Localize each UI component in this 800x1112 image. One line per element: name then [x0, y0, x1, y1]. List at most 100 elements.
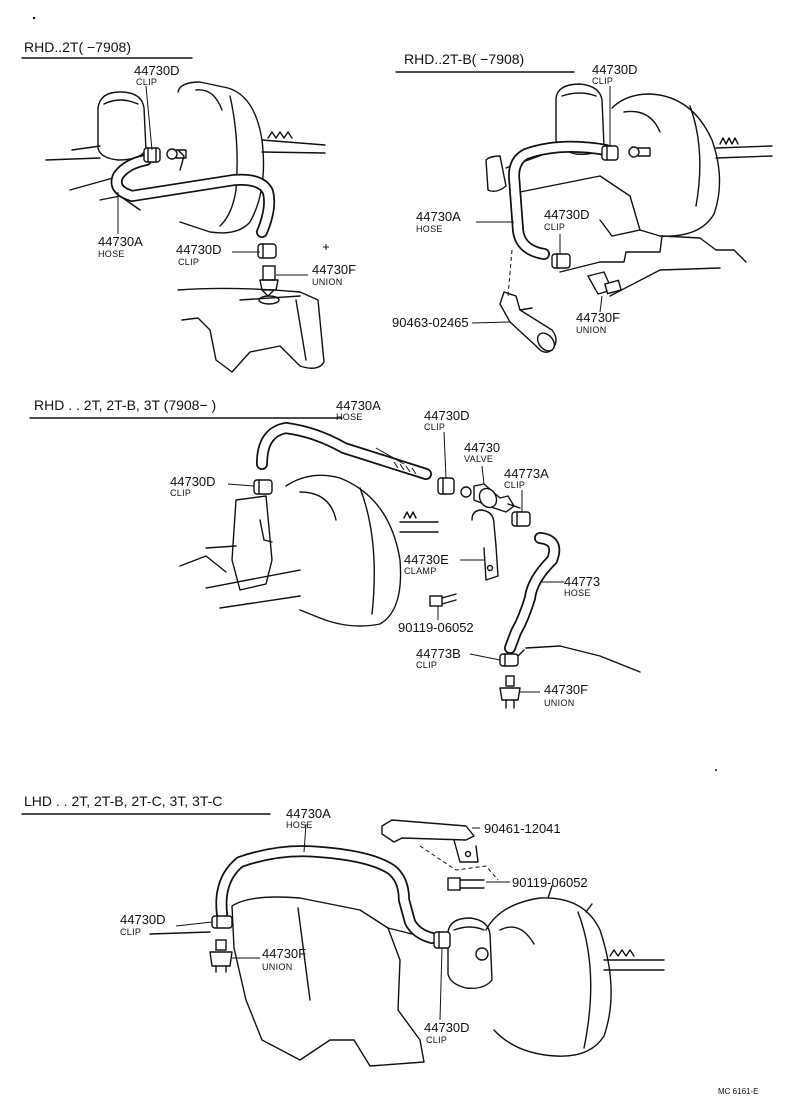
- svg-text:CLIP: CLIP: [170, 488, 191, 498]
- svg-text:44773A: 44773A: [504, 466, 549, 481]
- speck: [715, 769, 717, 771]
- clip-icon: [253, 479, 273, 495]
- clip-icon: [433, 931, 451, 949]
- guide-line: [507, 249, 513, 297]
- section-4-title: LHD . . 2T, 2T-B, 2T-C, 3T, 3T-C: [24, 793, 222, 809]
- figure-code: MC 6161-E: [718, 1087, 758, 1096]
- callout-union: 44730F UNION: [262, 946, 306, 972]
- svg-text:44730D: 44730D: [592, 62, 638, 77]
- svg-text:44730D: 44730D: [544, 207, 590, 222]
- svg-text:CLAMP: CLAMP: [404, 566, 437, 576]
- svg-text:44730D: 44730D: [170, 474, 216, 489]
- svg-text:UNION: UNION: [262, 962, 293, 972]
- svg-text:CLIP: CLIP: [504, 480, 525, 490]
- svg-text:HOSE: HOSE: [98, 249, 125, 259]
- callout-clip-b: 44773A CLIP: [504, 466, 549, 490]
- section-2-title: RHD..2T-B( −7908): [404, 51, 524, 67]
- clip-icon: [601, 145, 651, 161]
- hose-44730a: [215, 845, 438, 944]
- body-panel: [525, 645, 641, 673]
- master-cylinder: [447, 917, 493, 990]
- brake-booster: [285, 474, 439, 627]
- callout-hose: 44730A HOSE: [98, 234, 143, 259]
- body-panel: [559, 235, 747, 273]
- callout-hose: 44730A HOSE: [336, 398, 381, 422]
- intake-manifold: [177, 287, 325, 373]
- clip-icon: [551, 253, 571, 269]
- leader-line: [481, 465, 485, 485]
- callout-bracket: 90463-02465: [392, 315, 469, 330]
- svg-text:44730: 44730: [464, 440, 500, 455]
- brake-booster: [177, 81, 326, 234]
- callout-clip-mid: 44730D CLIP: [544, 207, 590, 232]
- callout-hose: 44730A HOSE: [416, 209, 461, 234]
- svg-text:44730F: 44730F: [544, 682, 588, 697]
- callout-union: 44730F UNION: [312, 262, 356, 287]
- body-panel: [609, 267, 721, 297]
- svg-text:HOSE: HOSE: [286, 820, 313, 830]
- callout-clip-left: 44730D CLIP: [170, 474, 216, 498]
- svg-text:90119-06052: 90119-06052: [398, 620, 474, 635]
- body-panel: [547, 885, 593, 913]
- clip-icon: [511, 511, 531, 527]
- callout-clip-bottom: 44730D CLIP: [424, 1020, 470, 1045]
- bolt-icon: [429, 593, 457, 607]
- clip-icon: [437, 477, 472, 498]
- svg-text:44730D: 44730D: [176, 242, 222, 257]
- svg-text:44730A: 44730A: [336, 398, 381, 413]
- clip-icon: [143, 147, 187, 163]
- svg-text:44730A: 44730A: [286, 806, 331, 821]
- leader-line: [145, 85, 153, 151]
- callout-union: 44730F UNION: [544, 682, 588, 708]
- leader-line: [175, 921, 213, 927]
- hose-44730a: [110, 154, 276, 238]
- svg-text:UNION: UNION: [312, 277, 343, 287]
- svg-text:CLIP: CLIP: [120, 927, 141, 937]
- svg-text:44730F: 44730F: [576, 310, 620, 325]
- body-panel: [179, 555, 301, 609]
- clip-icon: [211, 915, 233, 929]
- callout-clip-a: 44730D CLIP: [424, 408, 470, 432]
- callout-bolt: 90119-06052: [398, 620, 474, 635]
- leader-line: [227, 483, 255, 487]
- svg-text:44730E: 44730E: [404, 552, 449, 567]
- marker-icon: [323, 244, 329, 250]
- leader-line: [443, 431, 447, 479]
- svg-text:HOSE: HOSE: [336, 412, 363, 422]
- svg-text:44730D: 44730D: [120, 912, 166, 927]
- brake-booster: [611, 93, 773, 237]
- svg-text:44773B: 44773B: [416, 646, 461, 661]
- leader-line: [375, 447, 405, 465]
- callout-union: 44730F UNION: [576, 310, 620, 335]
- svg-text:44730A: 44730A: [98, 234, 143, 249]
- callout-hose: 44730A HOSE: [286, 806, 331, 830]
- svg-text:CLIP: CLIP: [424, 422, 445, 432]
- leader-line: [599, 295, 603, 313]
- svg-text:90463-02465: 90463-02465: [392, 315, 469, 330]
- hose-44773: [504, 532, 561, 654]
- section-2: RHD..2T-B( −7908): [392, 51, 773, 353]
- svg-text:CLIP: CLIP: [592, 76, 613, 86]
- leader-line: [303, 823, 307, 853]
- union-fitting-icon: [587, 271, 622, 295]
- leader-line: [471, 321, 511, 324]
- svg-text:CLIP: CLIP: [416, 660, 437, 670]
- callout-clip-top: 44730D CLIP: [592, 62, 638, 86]
- svg-text:UNION: UNION: [576, 325, 607, 335]
- leader-line: [469, 653, 501, 661]
- svg-text:UNION: UNION: [544, 698, 575, 708]
- callout-clip-left: 44730D CLIP: [120, 912, 166, 937]
- callout-clip-c: 44773B CLIP: [416, 646, 461, 670]
- svg-text:HOSE: HOSE: [416, 224, 443, 234]
- bracket-icon: [499, 291, 557, 353]
- check-valve-icon: [473, 483, 521, 513]
- leader-line: [439, 947, 443, 1021]
- svg-text:44730D: 44730D: [134, 63, 180, 78]
- svg-text:90461-12041: 90461-12041: [484, 821, 561, 836]
- hose-44730a: [256, 422, 432, 480]
- svg-text:44773: 44773: [564, 574, 600, 589]
- bracket-icon: [381, 819, 479, 863]
- svg-text:CLIP: CLIP: [426, 1035, 447, 1045]
- svg-text:44730F: 44730F: [262, 946, 306, 961]
- svg-text:44730D: 44730D: [424, 408, 470, 423]
